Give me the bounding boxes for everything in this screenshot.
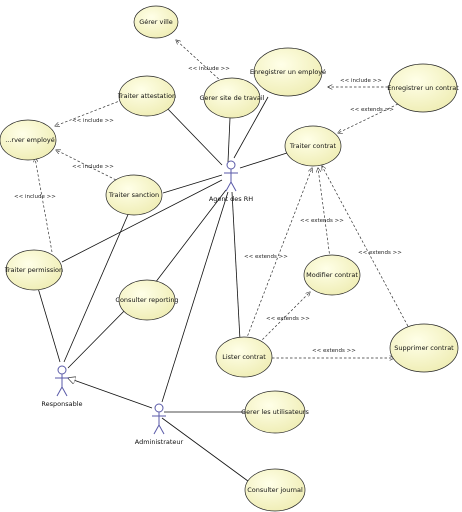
associations <box>37 96 291 485</box>
use-case-label: Enregistrer un contrat <box>387 84 459 92</box>
actor-admin[interactable]: Administrateur <box>135 403 184 446</box>
generalization-admin-responsable <box>68 378 153 409</box>
use-case-label: Traiter permission <box>4 266 63 274</box>
use-case-trouver-employe[interactable]: ...rver employé <box>0 119 57 161</box>
assoc-resp-traiter-permission <box>37 287 61 363</box>
use-case-consulter-journal[interactable]: Consulter journal <box>244 468 306 512</box>
actor-head-icon <box>226 160 236 170</box>
use-case-gerer-ville[interactable]: Gérer ville <box>133 5 179 39</box>
relation-label: << extends >> <box>266 316 310 322</box>
relation-label: << extends >> <box>358 250 402 256</box>
actor-label: Responsable <box>41 400 82 408</box>
use-case-enreg-employe[interactable]: Enregistrer un employé <box>250 47 326 97</box>
assoc-agent-traiter-attestation <box>164 105 223 166</box>
use-case-label: Gérer ville <box>139 18 173 26</box>
use-case-label: Traiter sanction <box>108 191 159 199</box>
relation-label: << include >> <box>340 78 382 84</box>
use-case-modifier-contrat[interactable]: Modifier contrat <box>303 254 361 296</box>
actor-head-icon <box>154 403 164 413</box>
use-case-gerer-utilisateurs[interactable]: Gerer les utilisateurs <box>241 390 309 434</box>
use-case-label: Traiter attestation <box>117 92 176 100</box>
use-case-traiter-sanction[interactable]: Traiter sanction <box>105 174 163 216</box>
relation-label: << extends >> <box>312 348 356 354</box>
relation-label: << include >> <box>188 66 230 72</box>
assoc-agent-traiter-permission <box>61 179 223 263</box>
use-case-label: Enregistrer un employé <box>250 68 326 76</box>
use-case-enreg-contrat[interactable]: Enregistrer un contrat <box>387 63 459 113</box>
dep-r5 <box>56 150 121 183</box>
actor-label: Agent des RH <box>209 195 253 203</box>
use-case-traiter-contrat[interactable]: Traiter contrat <box>284 125 342 167</box>
dependencies <box>35 40 411 358</box>
use-case-gerer-site[interactable]: Gerer site de travail <box>200 77 265 119</box>
dep-r1 <box>176 40 223 83</box>
assoc-agent-traiter-sanction <box>162 174 223 194</box>
assoc-resp-traiter-sanction <box>63 209 131 363</box>
relation-labels: << include >> << include >> << extends >… <box>14 66 402 354</box>
assoc-agent-enreg-employe <box>233 96 269 159</box>
assoc-admin-consulter-journal <box>161 417 253 485</box>
relation-label: << extends >> <box>300 218 344 224</box>
use-case-label: Modifier contrat <box>306 271 358 279</box>
actor-responsable[interactable]: Responsable <box>41 365 83 408</box>
dep-r3 <box>338 103 399 133</box>
relation-label: << extends >> <box>244 254 288 260</box>
assoc-resp-consulter-reporting <box>67 304 131 369</box>
dep-r4 <box>55 99 123 126</box>
dep-r9 <box>322 166 411 331</box>
use-cases: Gérer ville Gerer site de travail Enregi… <box>0 5 459 512</box>
assoc-agent-traiter-contrat <box>239 151 291 169</box>
use-case-label: Supprimer contrat <box>394 344 454 352</box>
use-case-label: Traiter contrat <box>289 142 337 150</box>
actor-label: Administrateur <box>135 438 184 446</box>
assoc-agent-admin <box>161 191 229 403</box>
relation-label: << include >> <box>72 118 114 124</box>
assoc-agent-consulter-reporting <box>154 189 227 284</box>
assoc-agent-lister-contrat <box>231 191 241 341</box>
assoc-agent-gerer-site <box>227 117 231 163</box>
use-case-label: Consulter journal <box>247 486 303 494</box>
use-case-label: ...rver employé <box>5 136 55 144</box>
dep-r7 <box>245 168 312 341</box>
use-case-consulter-reporting[interactable]: Consulter reporting <box>115 279 179 321</box>
use-case-label: Gerer les utilisateurs <box>241 408 309 416</box>
actor-agent[interactable]: Agent des RH <box>209 160 253 203</box>
relation-label: << include >> <box>72 164 114 170</box>
use-case-label: Lister contrat <box>222 353 266 361</box>
dep-r10 <box>255 292 310 347</box>
use-case-label: Gerer site de travail <box>200 94 265 102</box>
use-case-traiter-permission[interactable]: Traiter permission <box>4 249 63 291</box>
use-case-lister-contrat[interactable]: Lister contrat <box>215 336 273 378</box>
use-case-label: Consulter reporting <box>115 296 178 304</box>
relation-label: << include >> <box>14 194 56 200</box>
dep-r6 <box>35 158 53 253</box>
relation-label: << extends >> <box>350 107 394 113</box>
actor-head-icon <box>57 365 67 375</box>
use-case-supprimer-contrat[interactable]: Supprimer contrat <box>389 323 459 373</box>
use-case-traiter-attestation[interactable]: Traiter attestation <box>117 75 176 117</box>
dep-r8 <box>318 168 331 259</box>
